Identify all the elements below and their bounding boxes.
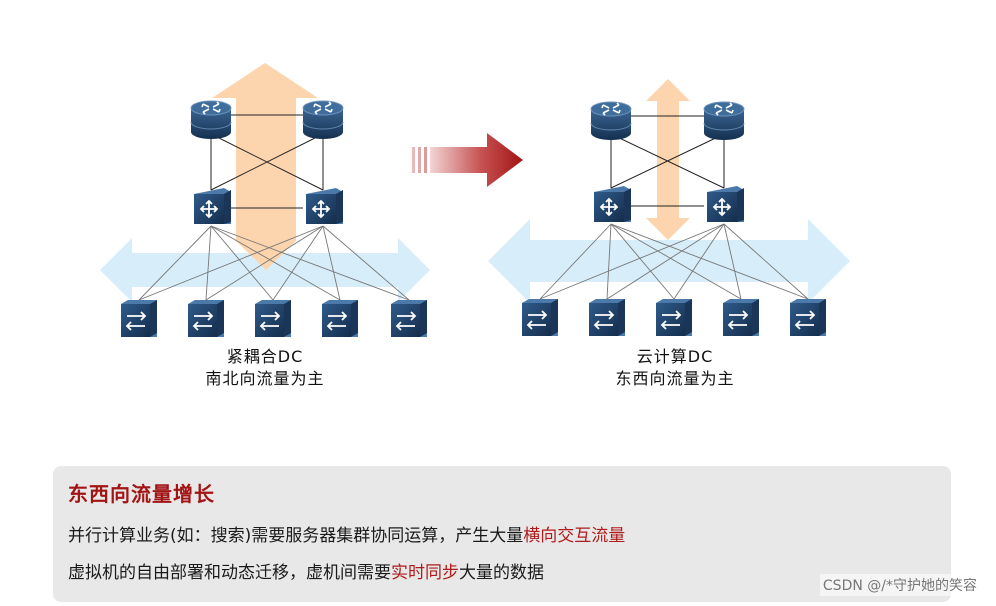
right-arrow-icon <box>412 133 523 187</box>
left-core-router-1-icon <box>190 100 232 140</box>
left-core-router-2-icon <box>302 100 344 140</box>
panel-point-1-highlight: 横向交互流量 <box>523 526 626 546</box>
left-access-switch-1-icon <box>120 299 158 338</box>
right-access-links <box>539 223 809 300</box>
left-access-switch-5-icon <box>390 299 428 338</box>
right-access-switch-5-icon <box>789 298 827 337</box>
left-access-switch-2-icon <box>187 299 225 338</box>
right-north-south-arrow <box>646 79 690 240</box>
right-access-switch-3-icon <box>655 298 693 337</box>
summary-panel: 东西向流量增长 并行计算业务(如：搜索)需要服务器集群协同运算，产生大量横向交互… <box>53 466 951 602</box>
panel-point-1-text: 并行计算业务(如：搜索)需要服务器集群协同运算，产生大量 <box>68 526 524 546</box>
panel-point-2-highlight: 实时同步 <box>391 563 459 583</box>
panel-point-2-text: 虚拟机的自由部署和动态迁移，虚机间需要 <box>68 563 391 583</box>
left-east-west-arrow <box>100 238 430 302</box>
right-access-switch-4-icon <box>722 298 760 337</box>
right-core-links <box>610 115 725 207</box>
left-aggregation-switch-1-icon <box>193 187 232 225</box>
right-dc-name: 云计算DC <box>636 347 714 366</box>
panel-title: 东西向流量增长 <box>68 482 215 506</box>
right-access-switch-1-icon <box>521 298 559 337</box>
left-dc-diagram <box>100 63 430 338</box>
right-dc-diagram <box>488 79 850 337</box>
left-access-switch-3-icon <box>254 299 292 338</box>
left-core-links <box>210 114 324 209</box>
left-access-links <box>138 225 410 301</box>
left-dc-name: 紧耦合DC <box>226 347 304 366</box>
right-aggregation-switch-1-icon <box>593 185 632 223</box>
left-dc-caption: 紧耦合DC 南北向流量为主 <box>150 346 380 390</box>
right-core-router-2-icon <box>703 101 745 141</box>
right-dc-caption: 云计算DC 东西向流量为主 <box>560 346 790 390</box>
left-dc-traffic: 南北向流量为主 <box>205 369 325 388</box>
right-aggregation-switch-2-icon <box>706 185 745 223</box>
right-dc-traffic: 东西向流量为主 <box>615 369 735 388</box>
right-east-west-arrow <box>488 219 850 303</box>
left-access-switch-4-icon <box>321 299 359 338</box>
panel-point-2: 虚拟机的自由部署和动态迁移，虚机间需要实时同步大量的数据 <box>68 558 544 583</box>
panel-point-2-text-end: 大量的数据 <box>459 563 544 583</box>
csdn-watermark: CSDN @/*守护她的笑容 <box>819 574 980 596</box>
right-core-router-1-icon <box>590 101 632 141</box>
left-aggregation-switch-2-icon <box>305 187 344 225</box>
panel-point-1: 并行计算业务(如：搜索)需要服务器集群协同运算，产生大量横向交互流量 <box>68 521 625 546</box>
right-access-switch-2-icon <box>588 298 626 337</box>
